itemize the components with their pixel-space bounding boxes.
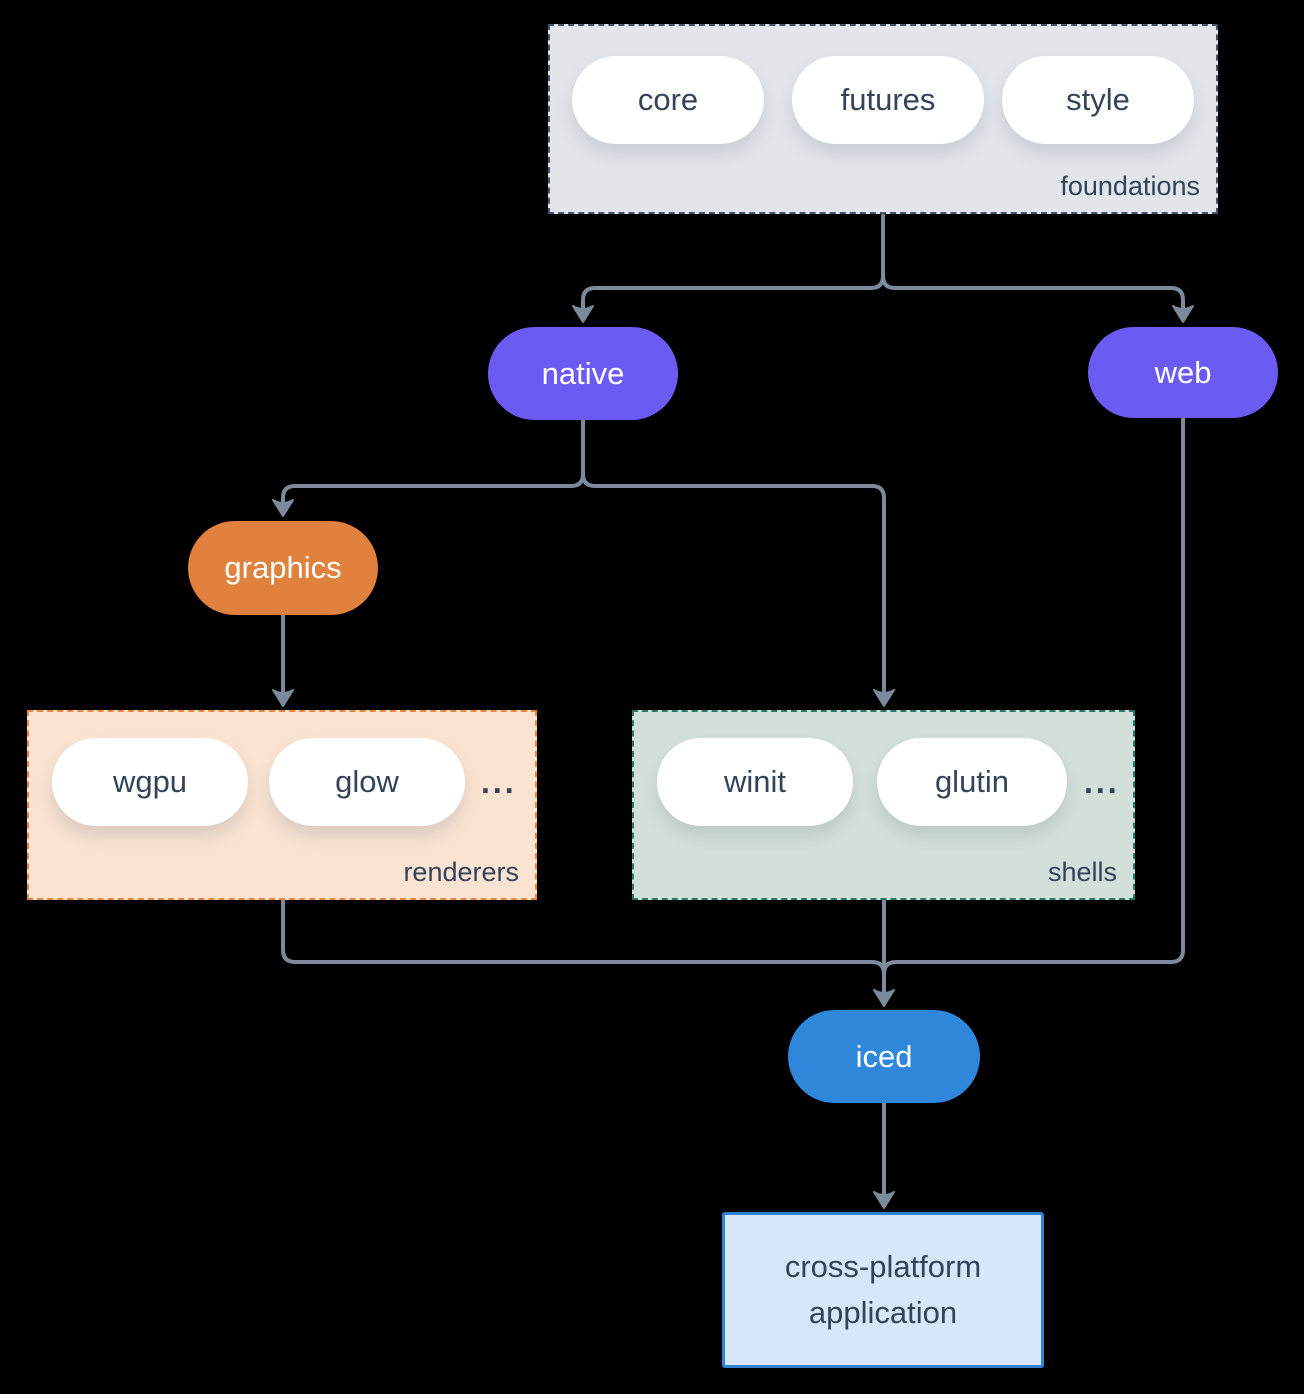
node-cross-platform-application: cross-platform application [722, 1212, 1044, 1368]
node-glutin-label: glutin [934, 764, 1010, 799]
application-label-line2: application [808, 1295, 958, 1330]
arrowhead-application [873, 1191, 895, 1209]
node-core-label: core [637, 82, 699, 117]
node-glow: glow [269, 738, 465, 826]
node-winit: winit [657, 738, 853, 826]
edge-native-graphics [281, 418, 585, 505]
group-renderers: wgpu glow ... renderers [27, 710, 537, 900]
node-graphics: graphics [188, 521, 378, 615]
node-glutin: glutin [877, 738, 1067, 826]
group-shells: winit glutin ... shells [632, 710, 1135, 900]
node-web: web [1088, 327, 1278, 418]
edge-foundations-web [881, 214, 1185, 310]
arrowhead-graphics [272, 499, 294, 517]
node-iced: iced [788, 1010, 980, 1103]
node-native: native [488, 327, 678, 420]
group-foundations: core futures style foundations [548, 24, 1218, 214]
node-native-label: native [541, 355, 625, 391]
node-style: style [1002, 56, 1194, 144]
node-glow-label: glow [335, 764, 399, 799]
arrowhead-renderers [272, 689, 294, 707]
edge-foundations-native [581, 214, 885, 310]
node-web-label: web [1154, 354, 1212, 390]
arrowhead-native [572, 305, 594, 323]
renderers-ellipsis: ... [481, 763, 517, 800]
edge-renderers-merge [281, 896, 886, 976]
node-futures: futures [792, 56, 984, 144]
node-core: core [572, 56, 764, 144]
node-wgpu-label: wgpu [112, 764, 188, 799]
group-renderers-label: renderers [403, 857, 519, 887]
arrowhead-iced [873, 989, 895, 1007]
arrowhead-web [1172, 305, 1194, 323]
edge-native-shells [581, 418, 886, 694]
node-iced-label: iced [855, 1038, 913, 1074]
group-shells-label: shells [1047, 857, 1117, 887]
node-wgpu: wgpu [52, 738, 248, 826]
node-winit-label: winit [723, 764, 786, 799]
group-foundations-label: foundations [1060, 171, 1200, 201]
node-style-label: style [1066, 82, 1130, 117]
shells-ellipsis: ... [1084, 763, 1120, 800]
node-graphics-label: graphics [224, 550, 342, 585]
arrowhead-shells [873, 689, 895, 707]
application-label-line1: cross-platform [784, 1248, 982, 1284]
node-futures-label: futures [840, 82, 936, 117]
